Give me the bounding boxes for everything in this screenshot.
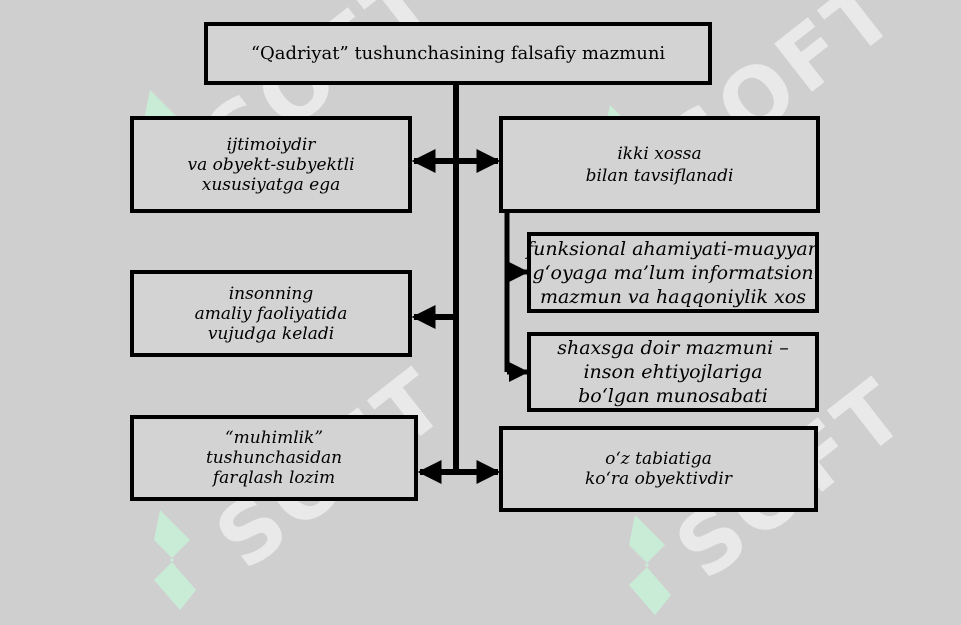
sub-box-functional: funksional ahamiyati-muayyan g‘oyaga ma’… bbox=[526, 232, 820, 313]
connector-lines bbox=[411, 84, 529, 484]
right-box-objective: o‘z tabiatiga ko‘ra obyektivdir bbox=[499, 426, 818, 512]
left-box-social: ijtimoiydir va obyekt-subyektli xususiya… bbox=[130, 116, 412, 213]
right-box-two-properties-text: ikki xossa bilan tavsiflanadi bbox=[585, 143, 734, 186]
title-box: “Qadriyat” tushunchasining falsafiy mazm… bbox=[204, 22, 712, 85]
left-box-social-text: ijtimoiydir va obyekt-subyektli xususiya… bbox=[187, 134, 355, 195]
sub-box-personal: shaxsga doir mazmuni – inson ehtiyojlari… bbox=[527, 332, 819, 412]
left-box-importance: “muhimlik” tushunchasidan farqlash lozim bbox=[130, 415, 418, 501]
left-box-practice: insonning amaliy faoliyatida vujudga kel… bbox=[130, 270, 412, 357]
left-box-practice-text: insonning amaliy faoliyatida vujudga kel… bbox=[194, 283, 348, 344]
title-text: “Qadriyat” tushunchasining falsafiy mazm… bbox=[250, 43, 666, 64]
sub-box-functional-text: funksional ahamiyati-muayyan g‘oyaga ma’… bbox=[526, 237, 820, 308]
sub-box-personal-text: shaxsga doir mazmuni – inson ehtiyojlari… bbox=[557, 337, 789, 407]
right-box-objective-text: o‘z tabiatiga ko‘ra obyektivdir bbox=[584, 449, 732, 489]
right-box-two-properties: ikki xossa bilan tavsiflanadi bbox=[499, 116, 820, 213]
left-box-importance-text: “muhimlik” tushunchasidan farqlash lozim bbox=[205, 428, 343, 488]
